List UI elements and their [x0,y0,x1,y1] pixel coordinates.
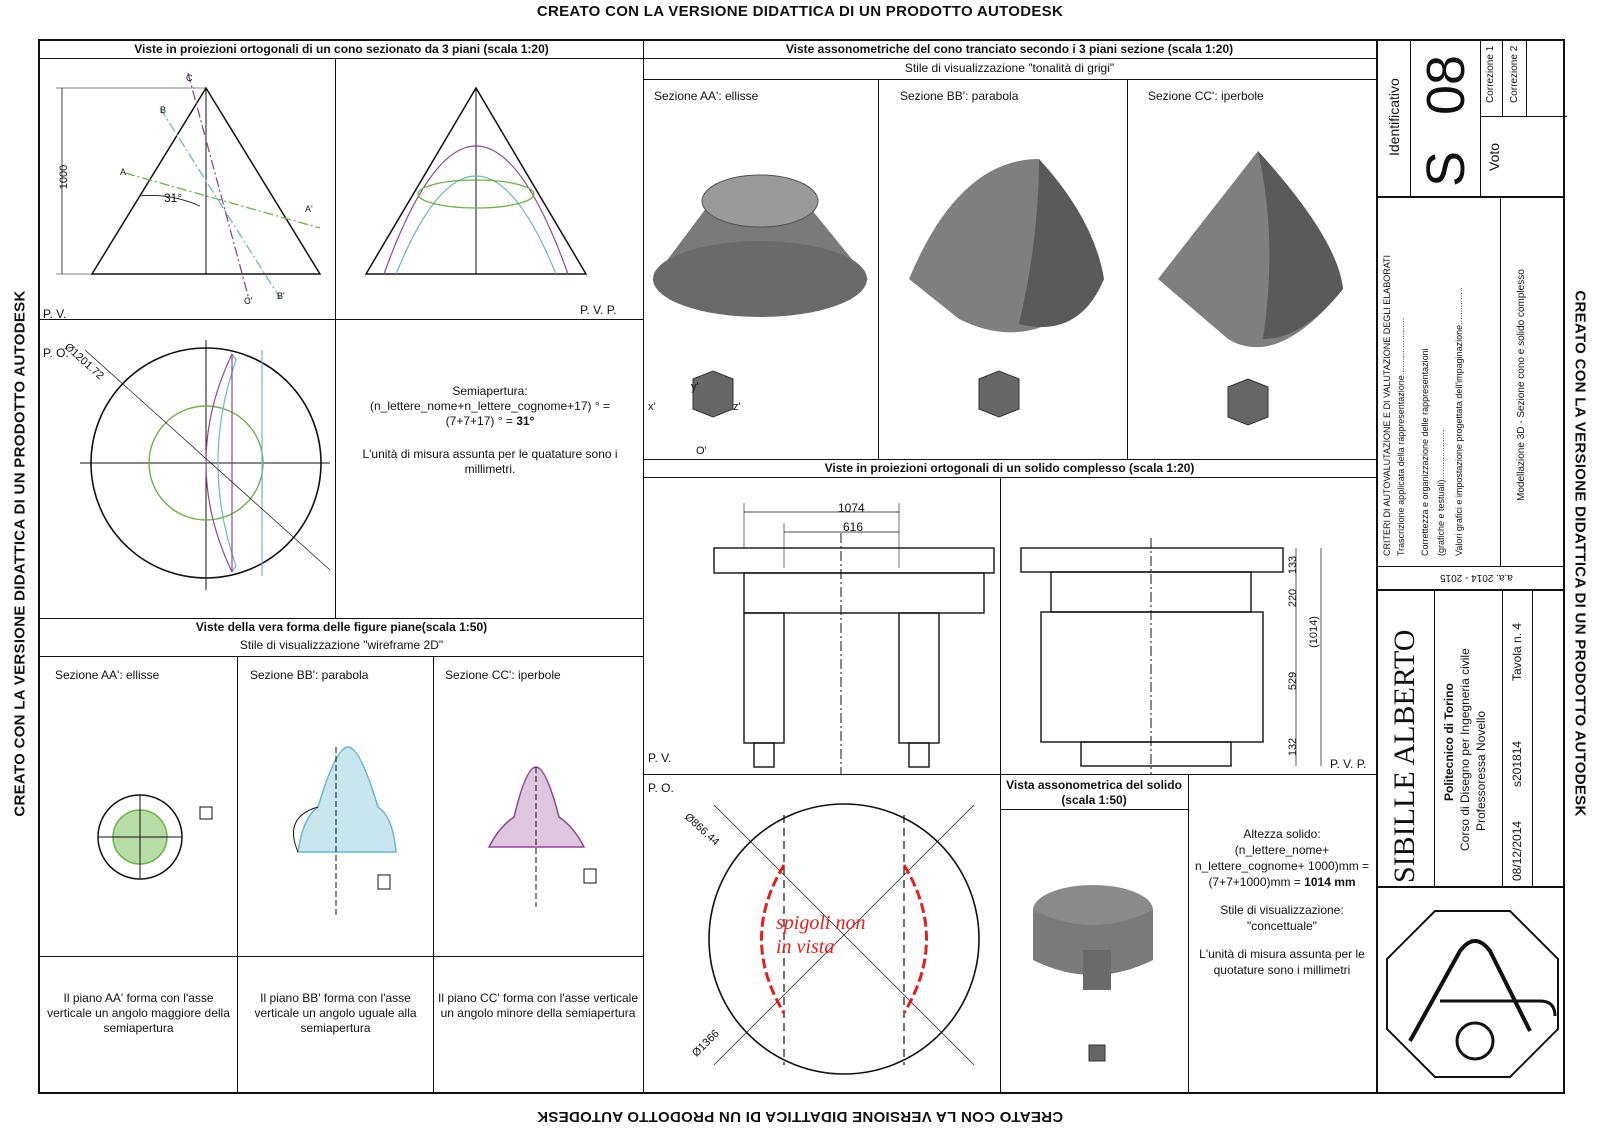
hidden-edges-note: spigoli non in vista [776,912,866,958]
axis-o: O' [696,445,707,457]
plane-label-b: B [160,105,167,115]
complex-title: Viste in proiezioni ortogonali di un sol… [643,460,1376,478]
criteria-item-4: Valori grafici e impostazione progettata… [1454,287,1464,556]
matricola-label: s201814 [1510,740,1524,787]
complex-side-view [1020,538,1322,774]
axis-x: x' [648,401,656,413]
complex-pvp-label: P. V. P. [1330,757,1367,771]
semiapertura-note: Semiapertura: (n_lettere_nome+n_lettere_… [362,384,618,476]
identificativo-label: Identificativo [1386,78,1402,156]
course-label: Corso di Disegno per Ingegneria civile [1458,648,1472,851]
true-shape-parabola [293,746,397,917]
code-number: 08 [1416,54,1476,115]
true-note-aa: Il piano AA' forma con l'asse verticale … [47,991,230,1035]
true-note-cc: Il piano CC' forma con l'asse verticale … [438,991,638,1020]
complex-plan-view [708,803,980,1075]
axis-z: z' [733,401,741,413]
axo-section-bb: Sezione BB': parabola [900,89,1019,103]
criteria-item-2: Correttezza e organizzazione delle rappr… [1420,348,1430,556]
true-section-bb: Sezione BB': parabola [250,668,369,682]
axo-cone-parabola [909,159,1104,418]
banner-right: CREATO CON LA VERSIONE DIDATTICA DI UN P… [1571,290,1589,817]
ortho-cone-title: Viste in proiezioni ortogonali di un con… [40,41,643,59]
axo-cone-ellipse [653,174,868,418]
code-letter: S [1416,150,1476,187]
height-dim: 1000 [58,164,71,190]
student-name: SIBILLE ALBERTO [1388,629,1421,883]
complex-po-label: P. O. [648,781,674,795]
dim-616: 616 [843,520,864,534]
true-shape-style: Stile di visualizzazione "wireframe 2D" [239,638,444,652]
professor-label: Professoressa Novello [1474,710,1488,831]
correzione2-label: Correzione 2 [1509,45,1520,103]
plane-label-a-prime: A' [305,204,313,214]
height-note: Altezza solido: (n_lettere_nome+ n_lette… [1194,827,1370,977]
axo-cone-title: Viste assonometriche del cono tranciato … [643,41,1376,59]
dim-1014: (1014) [1307,616,1320,648]
axo-cone-hyperbola [1158,151,1343,426]
plane-label-a: A [120,167,127,177]
axo-cone-style: Stile di visualizzazione "tonalità di gr… [904,61,1115,75]
politecnico-logo [1386,910,1559,1078]
correzione1-label: Correzione 1 [1485,45,1496,103]
criteria-title: CRITERI DI AUTOVALUTAZIONE E DI VALUTAZI… [1382,254,1392,556]
subject-label: Modellazione 3D - Sezione cono e solido … [1516,269,1527,501]
complex-pv-label: P. V. [648,751,672,765]
dim-220: 220 [1287,588,1300,608]
cone-side-view [364,86,588,275]
complex-axo-title: Vista assonometrica del solido (scala 1:… [1006,778,1182,807]
pv-label: P. V. [43,307,67,321]
true-section-aa: Sezione AA': ellisse [55,668,160,682]
banner-top: CREATO CON LA VERSIONE DIDATTICA DI UN P… [536,3,1064,20]
cone-front-view [56,72,322,304]
true-shape-ellipse [97,794,213,880]
dim-133: 133 [1287,555,1300,575]
axo-section-aa: Sezione AA': ellisse [654,89,759,103]
angle-label: 31° [164,191,183,205]
voto-label: Voto [1486,142,1502,171]
po-label: P. O. [43,346,69,360]
dim-132: 132 [1287,737,1300,757]
true-shape-hyperbola [487,766,597,907]
banner-left: CREATO CON LA VERSIONE DIDATTICA DI UN P… [11,290,29,817]
tavola-label: Tavola n. 4 [1510,622,1524,681]
dim-1074: 1074 [838,501,865,515]
date-label: 08/12/2014 [1510,820,1524,881]
criteria-item-3: (grafiche e testuali)...................… [1436,429,1446,556]
cone-plan-view [80,340,331,590]
complex-axo-view [1033,885,1153,1062]
true-shape-title: Viste della vera forma delle figure pian… [195,620,488,634]
plane-label-c-prime: C' [244,296,253,306]
academic-year: a.a. 2014 - 2015 [1440,572,1513,583]
true-section-cc: Sezione CC': iperbole [445,668,561,682]
banner-bottom: CREATO CON LA VERSIONE DIDATTICA DI UN P… [536,1108,1064,1125]
complex-front-view [713,503,995,774]
plane-label-b-prime: B' [277,291,285,301]
school-label: Politecnico di Torino [1442,683,1456,801]
axo-section-cc: Sezione CC': iperbole [1148,89,1264,103]
true-note-bb: Il piano BB' forma con l'asse verticale … [254,991,417,1035]
plane-label-c: C [186,73,193,83]
axis-y: y' [691,381,699,393]
criteria-item-1: Trascrizione applicata della rappresenta… [1396,317,1406,556]
drawing-sheet: Viste in proiezioni ortogonali di un con… [38,39,1567,1094]
pvp-label: P. V. P. [580,303,617,317]
dim-529: 529 [1287,671,1300,691]
